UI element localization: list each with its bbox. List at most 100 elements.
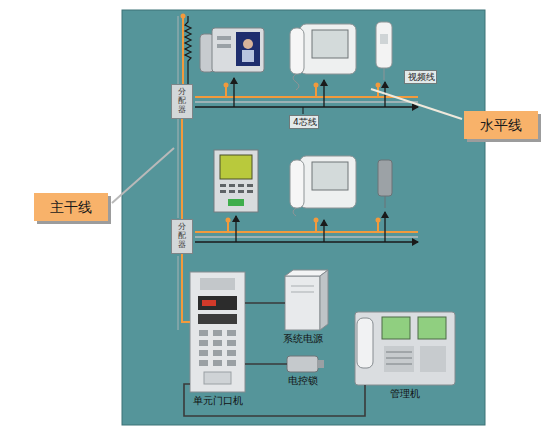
intercom-panel-2-part — [238, 184, 244, 187]
box-label: 分配器 — [178, 223, 186, 249]
door-station-part — [227, 330, 236, 336]
video-indoor-unit-part — [243, 39, 253, 49]
handset-1 — [376, 22, 392, 80]
door-station-part — [227, 350, 236, 356]
wire-connector — [184, 384, 365, 416]
box-label: 视频线 — [408, 71, 433, 83]
handset-1-part — [380, 34, 388, 44]
trunk-top — [178, 14, 191, 331]
intercom-panel-2-part — [220, 190, 226, 193]
wire-connector — [245, 302, 285, 304]
panel-ground-part — [122, 10, 485, 425]
management-console-part — [386, 352, 412, 353]
trunk-top-part — [185, 16, 191, 84]
door-station-box: 单元门口机 — [190, 272, 245, 392]
intercom-panel-2-part — [247, 190, 253, 193]
video-indoor-unit-part — [217, 44, 231, 48]
intercom-panel-2-part — [228, 199, 244, 206]
video-indoor-unit-part — [217, 36, 231, 40]
horizontal-lines-floor-2-part — [314, 218, 319, 223]
management-console-part — [418, 317, 446, 339]
leader-lines-part — [371, 89, 462, 119]
horizontal-lines-floor-1-part — [303, 107, 304, 114]
management-console-part — [384, 346, 414, 372]
door-station-part — [199, 330, 208, 336]
handset-2 — [378, 160, 392, 208]
door-station-part — [204, 372, 231, 384]
power-supply-part — [291, 286, 314, 287]
video-indoor-unit-part — [242, 50, 254, 62]
management-console-part — [420, 346, 446, 372]
door-station-part — [227, 360, 236, 366]
management-console-part — [386, 358, 412, 359]
box-label: 主干线 — [50, 199, 92, 215]
wire-tag: 视频线 — [404, 70, 437, 84]
horizontal-lines-floor-1 — [195, 78, 418, 114]
wire-connector — [182, 254, 190, 322]
horizontal-lines-floor-1-part — [225, 86, 227, 97]
device-label: 管理机 — [390, 388, 420, 400]
device-label: 单元门口机 — [193, 395, 243, 407]
door-station-part — [202, 300, 216, 306]
monitor-phone-1-part — [300, 24, 356, 74]
distributor-box: 分配器 — [171, 84, 193, 119]
door-station-part — [227, 340, 236, 346]
door-station-part — [199, 340, 208, 346]
horizontal-lines-floor-2-part — [384, 212, 385, 242]
power-supply-part — [291, 292, 314, 293]
handset-1-part — [384, 68, 385, 80]
box-label: 分配器 — [178, 88, 186, 114]
intercom-panel-2-part — [229, 184, 235, 187]
door-station-part — [213, 350, 222, 356]
video-indoor-unit — [200, 28, 264, 72]
door-station-part — [200, 278, 235, 290]
management-console-part — [382, 317, 410, 339]
door-station — [190, 272, 245, 392]
intercom-panel-2-part — [229, 190, 235, 193]
video-indoor-unit-part — [212, 28, 264, 72]
management-console-part — [357, 318, 373, 368]
intercom-panel-2-part — [220, 184, 226, 187]
handset-2-part — [385, 196, 386, 208]
monitor-phone-1-part — [312, 30, 348, 58]
door-station-part — [190, 272, 245, 392]
monitor-phone-1-part — [290, 28, 304, 74]
device-label: 系统电源 — [283, 333, 323, 345]
horizontal-lines-floor-1-part — [323, 80, 324, 107]
horizontal-lines-floor-1-part — [224, 83, 229, 88]
wire-tag: 4芯线 — [289, 115, 319, 129]
horizontal-lines-floor-2-part — [235, 216, 236, 242]
electric-lock — [287, 356, 324, 372]
trunk-top-part — [182, 16, 184, 84]
door-station-part — [198, 314, 237, 324]
horizontal-lines-floor-1-part — [315, 86, 317, 97]
power-supply-part — [285, 276, 320, 330]
intercom-panel-2-part — [247, 184, 253, 187]
trunk-top-part — [178, 118, 179, 218]
leader-lines-part — [112, 148, 174, 203]
horizontal-lines-floor-1-part — [314, 83, 319, 88]
horizontal-lines-floor-1-part — [376, 83, 381, 88]
monitor-phone-1-part — [293, 74, 299, 90]
power-supply-box: 系统电源 — [285, 276, 320, 330]
door-station-part — [198, 296, 237, 310]
horizontal-lines-floor-2-part — [315, 221, 317, 232]
door-station-part — [199, 350, 208, 356]
door-station-part — [199, 360, 208, 366]
handset-2-part — [378, 160, 392, 196]
horizontal-lines-floor-2-part — [323, 220, 324, 242]
electric-lock-part — [287, 356, 318, 372]
monitor-phone-1 — [290, 24, 356, 90]
leader-lines — [112, 89, 462, 203]
horizontal-lines-floor-2-part — [226, 218, 231, 223]
power-supply-part — [320, 270, 328, 330]
intercom-panel-2-part — [214, 150, 258, 212]
trunk-top-part — [181, 14, 186, 19]
power-supply — [285, 270, 328, 330]
monitor-phone-2-part — [300, 156, 356, 208]
lock-box: 电控锁 — [287, 356, 318, 372]
panel-ground — [122, 10, 485, 425]
wire-connector — [181, 119, 183, 219]
door-station-part — [213, 330, 222, 336]
